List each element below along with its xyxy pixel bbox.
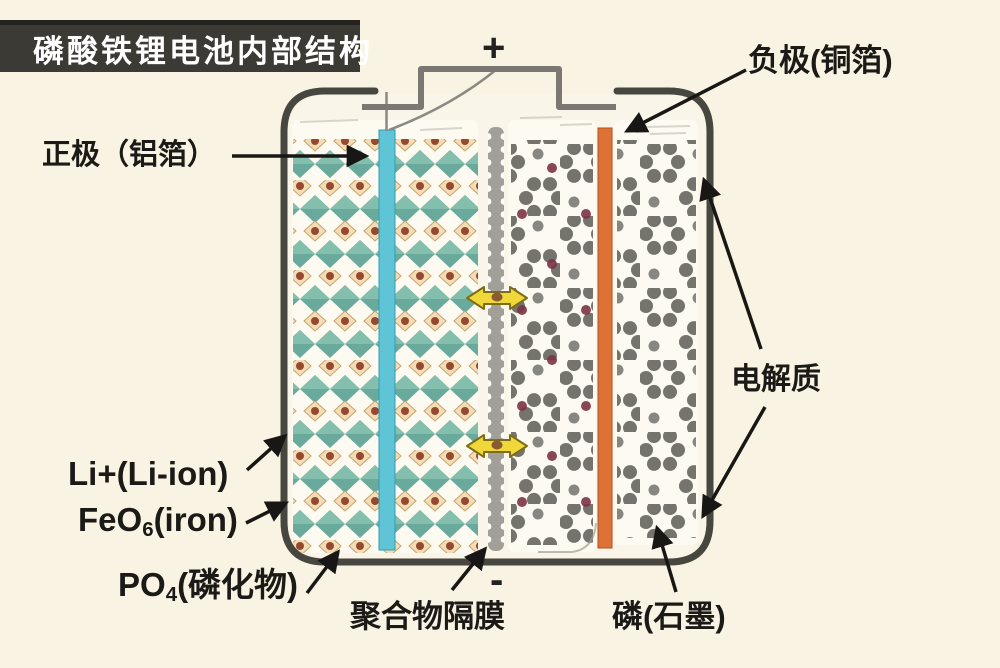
aluminum-foil-bar bbox=[378, 129, 396, 551]
arrow-separator bbox=[450, 546, 488, 592]
electrolyte-surface-lines bbox=[299, 116, 691, 135]
arrow-electrolyte-upper bbox=[699, 176, 763, 350]
arrow-li-ion bbox=[245, 433, 288, 472]
label-feo6-base: FeO bbox=[78, 501, 143, 538]
arrow-graphite bbox=[651, 524, 678, 593]
anode-material-graphite-right bbox=[617, 140, 696, 538]
label-separator: 聚合物隔膜 bbox=[350, 599, 505, 634]
battery-case-outline bbox=[280, 87, 714, 566]
label-feo6-suffix: (iron) bbox=[153, 501, 238, 538]
label-po4: PO4(磷化物) bbox=[118, 566, 299, 607]
intercalated-lithium-dots bbox=[511, 140, 593, 545]
positive-terminal-sign: + bbox=[482, 26, 506, 70]
label-po4-subscript: 4 bbox=[165, 583, 178, 607]
label-po4-suffix: (磷化物) bbox=[177, 566, 299, 603]
arrow-feo6 bbox=[245, 501, 290, 525]
label-feo6-subscript: 6 bbox=[142, 518, 154, 542]
label-graphite: 磷(石墨) bbox=[612, 599, 726, 634]
arrow-po4 bbox=[305, 549, 341, 595]
arrow-negative-electrode bbox=[623, 68, 747, 133]
li-ion-transfer-arrow-bottom bbox=[466, 434, 528, 458]
label-positive-electrode: 正极（铝箔） bbox=[42, 139, 217, 171]
label-li-ion: Li+(Li-ion) bbox=[68, 455, 229, 492]
label-negative-electrode: 负极(铜箔) bbox=[748, 43, 893, 78]
terminal-cap-outline bbox=[362, 66, 616, 110]
li-ion-transfer-arrow-top bbox=[466, 286, 528, 310]
polymer-separator-perforations bbox=[488, 127, 504, 551]
title-banner: 磷酸铁锂电池内部结构 bbox=[0, 20, 370, 72]
label-electrolyte: 电解质 bbox=[731, 363, 821, 396]
page-title: 磷酸铁锂电池内部结构 bbox=[33, 34, 373, 69]
arrow-electrolyte-lower bbox=[701, 406, 767, 519]
inner-panel-corner-line bbox=[538, 522, 597, 553]
negative-terminal-sign: - bbox=[490, 558, 504, 602]
label-feo6: FeO6(iron) bbox=[78, 501, 238, 542]
label-po4-base: PO bbox=[118, 566, 166, 603]
positive-terminal-wire bbox=[388, 68, 498, 132]
copper-foil-bar bbox=[597, 127, 613, 549]
